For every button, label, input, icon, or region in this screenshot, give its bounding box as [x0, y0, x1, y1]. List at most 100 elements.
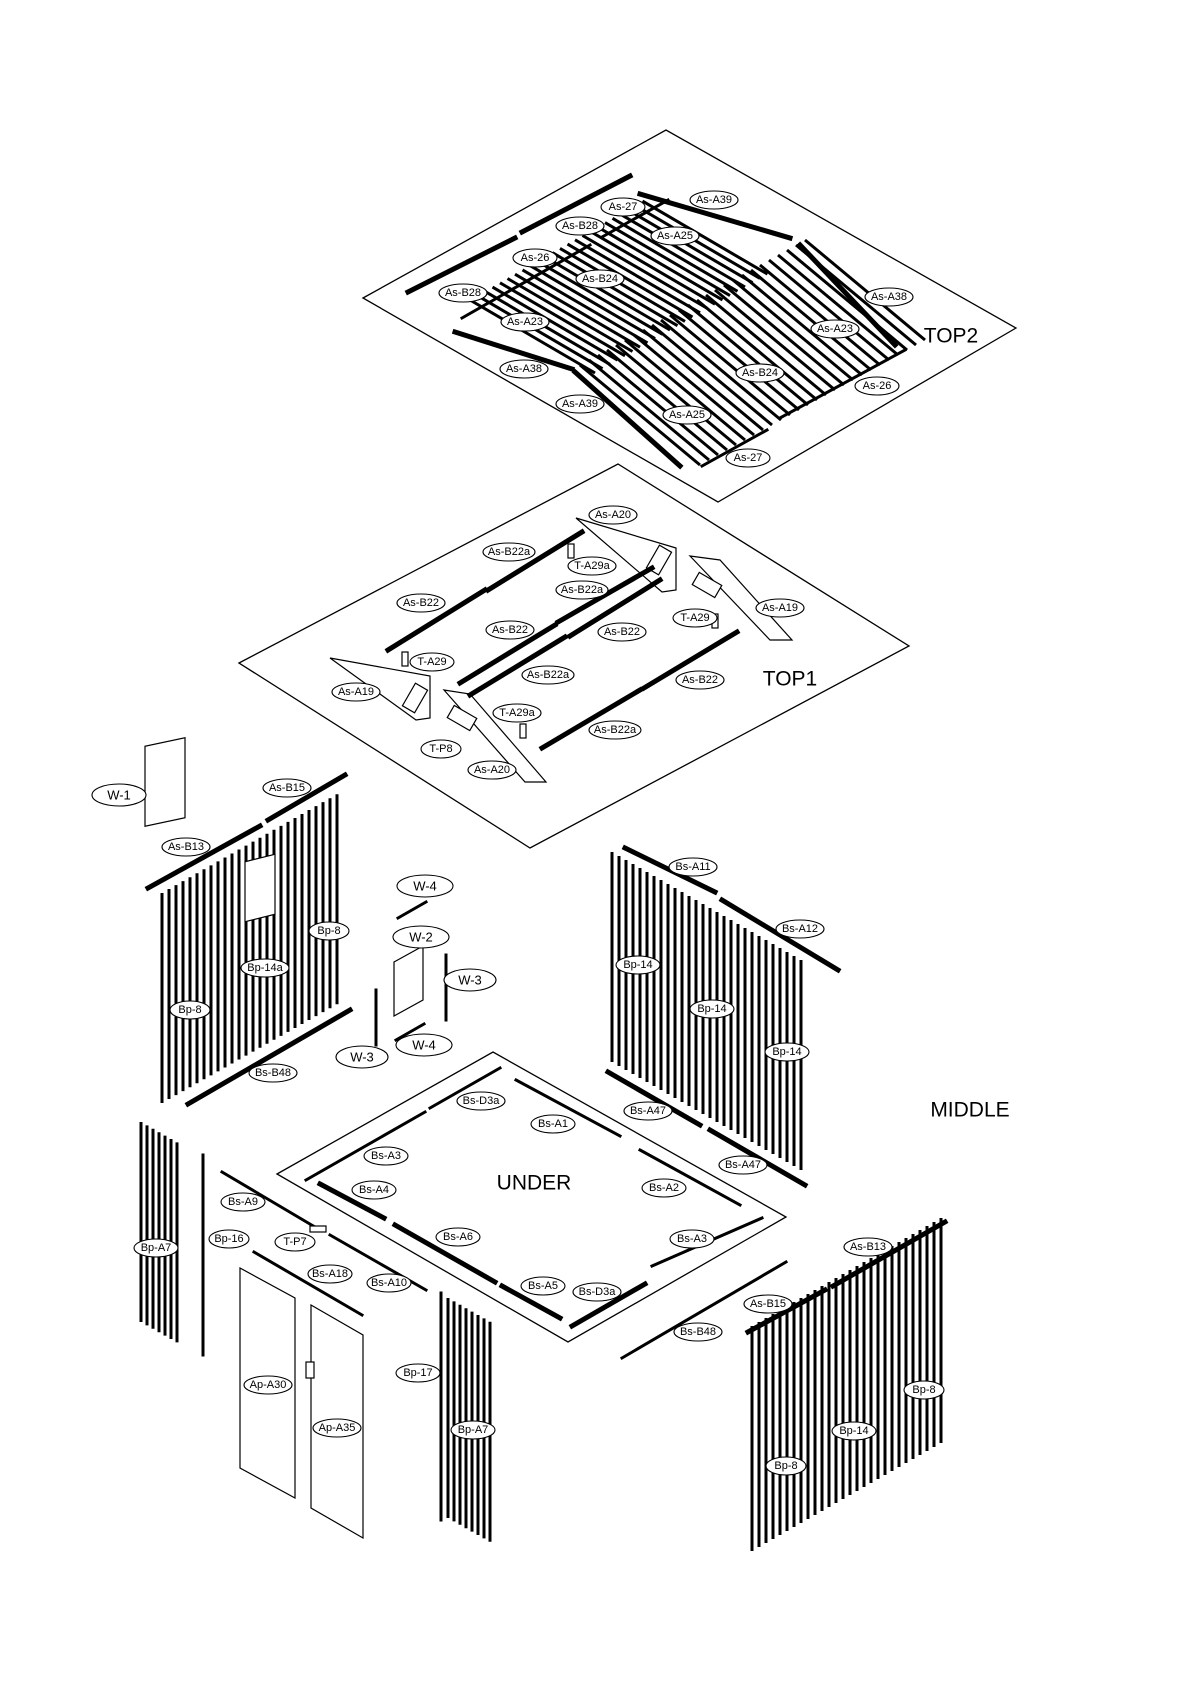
svg-text:As-B22a: As-B22a	[594, 724, 637, 736]
svg-text:Bp-8: Bp-8	[774, 1460, 797, 1472]
svg-text:As-A39: As-A39	[696, 194, 732, 206]
panel-rib	[723, 283, 845, 387]
label-bs-a5: Bs-A5	[520, 1276, 566, 1296]
label-bp-8: Bp-8	[169, 1000, 211, 1020]
svg-text:W-1: W-1	[107, 788, 131, 803]
panel-rib	[606, 348, 728, 452]
label-as-a20: As-A20	[588, 505, 638, 525]
panel-rib	[660, 318, 782, 422]
label-bp-16: Bp-16	[208, 1229, 250, 1249]
rail-bs-a5	[498, 1282, 564, 1322]
purlin-8	[640, 628, 741, 692]
label-bs-b48: Bs-B48	[248, 1063, 298, 1083]
label-bp-14: Bp-14	[689, 999, 735, 1019]
panel-rib	[559, 247, 686, 323]
left-wall-assembly	[144, 737, 354, 1108]
label-t-a29a: T-A29a	[492, 703, 542, 723]
rail-bs-b48-back	[619, 1259, 789, 1361]
label-bp-8: Bp-8	[308, 921, 350, 941]
label-as-a38: As-A38	[864, 287, 914, 307]
panel-rib	[514, 272, 641, 349]
label-as-a23: As-A23	[810, 319, 860, 339]
panel-rib	[551, 251, 679, 327]
svg-text:Bp-14: Bp-14	[697, 1003, 726, 1015]
svg-text:T-A29a: T-A29a	[499, 707, 535, 719]
svg-text:As-B24: As-B24	[742, 367, 778, 379]
svg-text:As-B22: As-B22	[492, 624, 528, 636]
svg-text:As-B13: As-B13	[168, 841, 204, 853]
panel-rib	[768, 258, 890, 362]
svg-text:W-3: W-3	[350, 1050, 374, 1065]
top2-rail-as-a38-left	[451, 328, 576, 373]
svg-text:Bp-14: Bp-14	[772, 1046, 801, 1058]
svg-text:As-A23: As-A23	[507, 316, 543, 328]
label-w-4: W-4	[395, 1033, 453, 1057]
label-as-b22a: As-B22a	[555, 580, 609, 600]
rail-bs-a12	[718, 896, 842, 974]
left-wall-panels	[160, 794, 339, 1103]
label-as-a19: As-A19	[755, 598, 805, 618]
label-ap-a35: Ap-A35	[312, 1418, 362, 1438]
svg-text:Bs-A10: Bs-A10	[371, 1277, 407, 1289]
label-bs-a10: Bs-A10	[366, 1273, 412, 1293]
clip-t-a29a-top	[567, 543, 575, 559]
label-as-b22a: As-B22a	[588, 720, 642, 740]
label-bp-14: Bp-14	[764, 1042, 810, 1062]
front-left-panel-bp-a7	[139, 1122, 179, 1343]
front-right-panel-bp-a7	[446, 1298, 492, 1542]
label-as-26: As-26	[854, 376, 900, 396]
svg-text:As-A25: As-A25	[669, 409, 705, 421]
label-bp-8: Bp-8	[903, 1380, 945, 1400]
panel-rib	[491, 285, 619, 362]
svg-text:Bs-A4: Bs-A4	[359, 1184, 389, 1196]
svg-text:Bs-A12: Bs-A12	[782, 923, 818, 935]
label-as-a20: As-A20	[467, 760, 517, 780]
svg-text:As-B22: As-B22	[403, 597, 439, 609]
rail-bs-a3-top	[303, 1109, 428, 1183]
window-labels: W-4 W-2 W-3 W-3 W-4	[335, 874, 497, 1069]
label-bs-a18: Bs-A18	[307, 1264, 353, 1284]
truss-as-a20-top	[575, 517, 677, 593]
label-as-a39: As-A39	[689, 190, 739, 210]
panel-rib	[574, 238, 701, 315]
purlin-5	[554, 564, 656, 626]
rail-bs-a47-left	[604, 1068, 704, 1129]
label-bp-14: Bp-14	[831, 1421, 877, 1441]
panel-rib	[588, 358, 710, 462]
front-assembly	[139, 1122, 492, 1542]
svg-text:As-A38: As-A38	[506, 363, 542, 375]
panel-rib	[626, 208, 754, 284]
truss-as-a20-bottom	[442, 689, 548, 783]
label-bs-d3a: Bs-D3a	[456, 1091, 506, 1111]
top2-rail-as-b28-left	[404, 234, 519, 296]
window-parts	[374, 899, 448, 1047]
top2-assembly	[361, 129, 1018, 503]
svg-text:As-A19: As-A19	[762, 602, 798, 614]
rail-bs-a2	[637, 1147, 743, 1208]
svg-text:Bp-16: Bp-16	[214, 1233, 243, 1245]
top2-right-roof-panel	[579, 238, 926, 467]
svg-text:As-B22: As-B22	[682, 674, 718, 686]
svg-text:As-A20: As-A20	[474, 764, 510, 776]
front-labels: Bs-A9 Bp-A7 Bp-16 T-P7 Bs-A18 Bs-A10 Ap-…	[133, 1192, 496, 1440]
label-as-27: As-27	[725, 448, 771, 468]
panel-rib	[469, 298, 596, 375]
label-bs-a4: Bs-A4	[351, 1180, 397, 1200]
panel-rib	[705, 293, 827, 397]
svg-text:W-2: W-2	[409, 930, 433, 945]
part-w2-glass	[393, 944, 424, 1018]
label-t-a29a: T-A29a	[567, 556, 617, 576]
svg-text:As-B22: As-B22	[604, 626, 640, 638]
clip-t-a29-left	[401, 651, 409, 667]
label-bs-a11: Bs-A11	[668, 857, 718, 877]
svg-text:T-P7: T-P7	[283, 1236, 306, 1248]
rail-as-b13	[144, 822, 264, 892]
svg-text:Bs-A5: Bs-A5	[528, 1280, 558, 1292]
panel-rib	[499, 281, 626, 358]
svg-text:As-B24: As-B24	[582, 273, 618, 285]
panel-rib	[732, 278, 854, 382]
label-t-p7: T-P7	[274, 1232, 316, 1252]
panel-rib	[624, 338, 746, 442]
panel-rib	[544, 255, 671, 332]
